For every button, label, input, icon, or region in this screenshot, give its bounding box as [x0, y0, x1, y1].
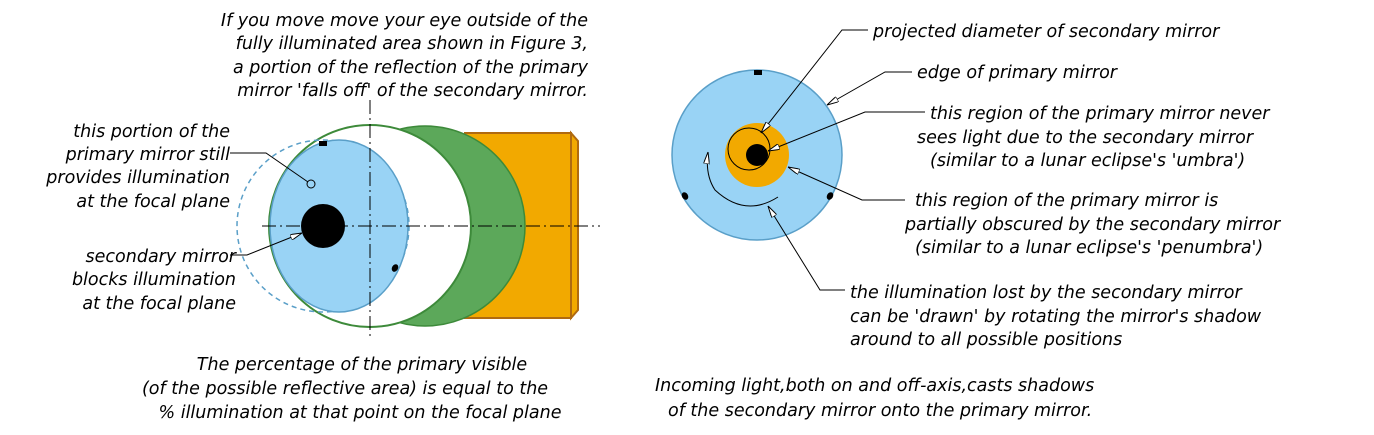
intro-line: a portion of the reflection of the prima… [233, 58, 589, 78]
label-line: this region of the primary mirror never [930, 104, 1271, 124]
leader-secondary [230, 233, 302, 256]
caption-line: of the secondary mirror onto the primary… [668, 401, 1092, 421]
portion-label: this portion of the primary mirror still… [45, 122, 230, 212]
left-intro-text: If you move move your eye outside of the… [221, 11, 589, 101]
label-line: (similar to a lunar eclipse's 'penumbra'… [915, 238, 1263, 258]
umbra-label: this region of the primary mirror never … [917, 104, 1271, 171]
lost-label: the illumination lost by the secondary m… [850, 283, 1262, 350]
clip-mark [391, 264, 399, 272]
label-line: sees light due to the secondary mirror [917, 128, 1255, 148]
umbra-region [746, 144, 768, 166]
penumbra-label: this region of the primary mirror is par… [904, 191, 1282, 258]
left-figure [230, 100, 600, 336]
leader-edge [827, 71, 912, 105]
projected-label: projected diameter of secondary mirror [872, 22, 1221, 42]
caption-line: (of the possible reflective area) is equ… [142, 379, 548, 399]
intro-line: If you move move your eye outside of the [221, 11, 588, 31]
right-figure [671, 29, 925, 291]
label-line: around to all possible positions [850, 330, 1122, 350]
label-line: (similar to a lunar eclipse's 'umbra') [930, 151, 1245, 171]
left-caption: The percentage of the primary visible (o… [142, 355, 562, 423]
secondary-label: secondary mirror blocks illumination at … [72, 247, 238, 314]
leader-lost [768, 206, 845, 291]
illuminated-point-marker [306, 179, 316, 189]
label-line: at the focal plane [76, 192, 230, 212]
label-line: this portion of the [73, 122, 230, 142]
leader-projected [761, 29, 868, 133]
edge-label: edge of primary mirror [917, 63, 1119, 83]
label-line: primary mirror still [65, 145, 231, 165]
label-line: at the focal plane [82, 294, 236, 314]
label-line: this region of the primary mirror is [915, 191, 1218, 211]
caption-line: The percentage of the primary visible [197, 355, 527, 375]
clip-mark [826, 192, 834, 200]
caption-line: Incoming light,both on and off-axis,cast… [655, 376, 1094, 396]
label-line: the illumination lost by the secondary m… [850, 283, 1243, 303]
label-line: secondary mirror [86, 247, 238, 267]
intro-line: fully illuminated area shown in Figure 3… [236, 34, 588, 54]
intro-line: mirror 'falls off' of the secondary mirr… [237, 81, 588, 101]
right-caption: Incoming light,both on and off-axis,cast… [655, 376, 1094, 421]
rotation-arc-arrow [707, 152, 779, 207]
leader-umbra [768, 111, 925, 151]
leader-portion [230, 152, 309, 183]
clip-mark [754, 70, 762, 75]
label-line: blocks illumination [72, 270, 236, 290]
clip-mark [681, 192, 689, 200]
leader-penumbra [788, 167, 905, 201]
label-line: provides illumination [45, 168, 230, 188]
clip-mark [319, 141, 327, 146]
label-line: partially obscured by the secondary mirr… [904, 215, 1282, 235]
label-line: can be 'drawn' by rotating the mirror's … [850, 307, 1262, 327]
caption-line: % illumination at that point on the foca… [159, 403, 562, 423]
